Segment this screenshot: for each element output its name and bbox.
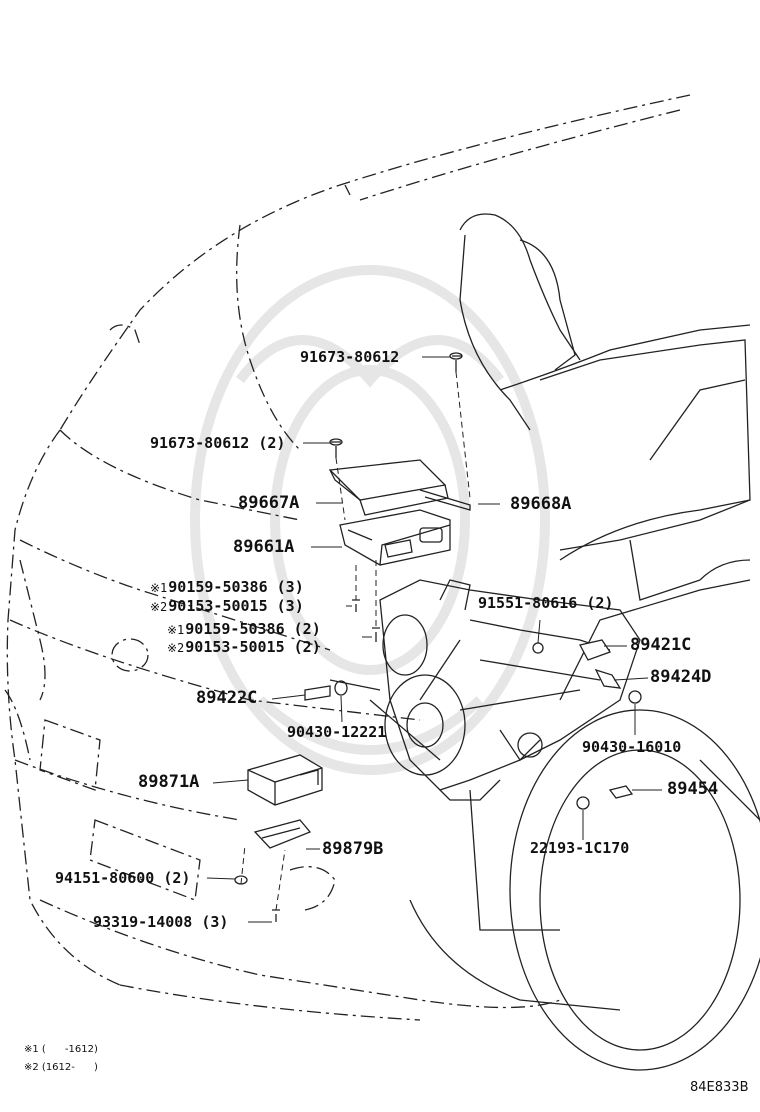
cabin-structure xyxy=(409,213,760,1071)
part-label-90159-50386-qty3: ※190159-50386 (3) xyxy=(150,580,304,595)
part-label-89421C: 89421C xyxy=(630,635,692,655)
watermark-logo xyxy=(190,265,550,775)
footnote-mark-2: ※2 xyxy=(150,600,168,614)
part-label-89879B: 89879B xyxy=(322,839,384,859)
part-label-89454: 89454 xyxy=(667,779,719,799)
diagram-code: 84E833B xyxy=(690,1080,749,1095)
part-label-89668A: 89668A xyxy=(510,494,572,514)
footnote-mark-1: ※1 xyxy=(150,581,168,595)
part-label-91673-80612-qty2: 91673-80612 (2) xyxy=(150,434,286,452)
footnote-1: ※1 ( -1612) xyxy=(24,1044,98,1055)
part-label-93319-14008-qty3: 93319-14008 (3) xyxy=(93,913,229,931)
footnote-mark-2: ※2 xyxy=(167,641,185,655)
van-body xyxy=(4,94,691,1021)
part-label-90159-50386-qty2: ※190159-50386 (2) xyxy=(167,622,321,637)
fasteners xyxy=(234,352,642,922)
part-number: 90159-50386 (2) xyxy=(185,620,321,638)
part-number: 90153-50015 (2) xyxy=(185,638,321,656)
part-label-89661A: 89661A xyxy=(233,537,295,557)
part-label-89424D: 89424D xyxy=(650,667,712,687)
part-label-91673-80612: 91673-80612 xyxy=(300,348,400,366)
footnote-mark-1: ※1 xyxy=(167,623,185,637)
engine-assembly xyxy=(329,579,641,801)
part-label-89422C: 89422C xyxy=(196,688,258,708)
part-label-22193-1C170: 22193-1C170 xyxy=(530,839,630,857)
part-label-89871A: 89871A xyxy=(138,772,200,792)
footnote-2: ※2 (1612- ) xyxy=(24,1062,98,1073)
part-label-94151-80600-qty2: 94151-80600 (2) xyxy=(55,869,191,887)
part-label-89667A: 89667A xyxy=(238,493,300,513)
part-label-90430-12221: 90430-12221 xyxy=(287,723,387,741)
ecu-module-lower xyxy=(247,754,323,849)
leader-lines xyxy=(206,356,662,923)
part-label-90153-50015-qty2: ※290153-50015 (2) xyxy=(167,640,321,655)
part-number: 90153-50015 (3) xyxy=(168,597,304,615)
part-number: 90159-50386 (3) xyxy=(168,578,304,596)
part-label-90153-50015-qty3: ※290153-50015 (3) xyxy=(150,599,304,614)
ecu-bracket-upper xyxy=(328,459,471,566)
part-label-91551-80616-qty2: 91551-80616 (2) xyxy=(478,594,614,612)
part-label-90430-16010: 90430-16010 xyxy=(582,738,682,756)
